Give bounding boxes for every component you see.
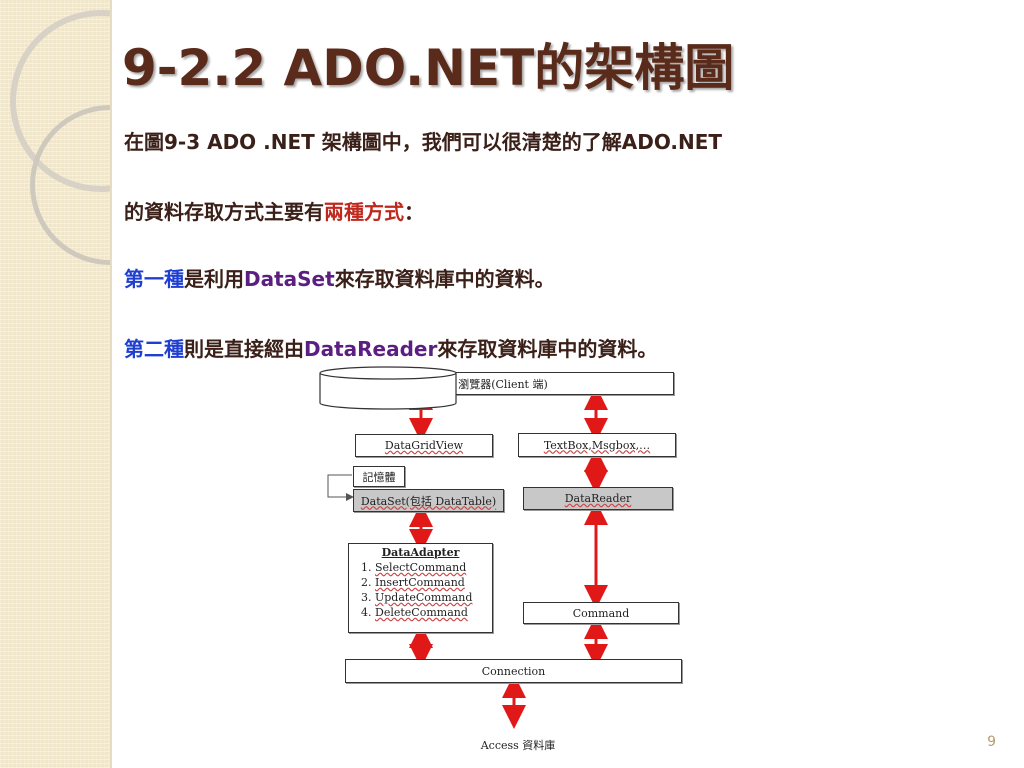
database-cylinder-icon xyxy=(319,366,457,410)
body-text: 則是直接經由 xyxy=(184,337,304,361)
highlight-text: 兩種方式 xyxy=(324,200,404,224)
dataadapter-command-list: SelectCommand InsertCommand UpdateComman… xyxy=(355,560,486,620)
body-text: ： xyxy=(404,200,424,224)
slide-title: 9-2.2 ADO.NET的架構圖 xyxy=(122,39,735,97)
highlight-text: 第二種 xyxy=(124,337,184,361)
textbox-box: TextBox,Msgbox,… xyxy=(518,433,676,457)
body-text: 是利用 xyxy=(184,267,244,291)
database-label: Access 資料庫 xyxy=(480,739,556,752)
connection-box: Connection xyxy=(345,659,682,683)
datagridview-box: DataGridView xyxy=(355,434,493,457)
list-item-label: SelectCommand xyxy=(375,561,467,574)
list-item: DeleteCommand xyxy=(375,605,486,620)
body-line-2: 的資料存取方式主要有兩種方式： xyxy=(124,196,424,225)
highlight-text: 第一種 xyxy=(124,267,184,291)
arrow-memory-loop xyxy=(327,474,354,501)
sidebar-edge xyxy=(110,0,112,768)
datagridview-label: DataGridView xyxy=(384,439,464,452)
highlight-text: DataSet xyxy=(244,267,335,291)
highlight-text: DataReader xyxy=(304,337,438,361)
list-item-label: InsertCommand xyxy=(375,576,465,589)
body-text: 來存取資料庫中的資料。 xyxy=(334,267,555,291)
body-line-1: 在圖9-3 ADO .NET 架構圖中，我們可以很清楚的了解ADO.NET xyxy=(124,126,722,155)
list-item-label: DeleteCommand xyxy=(375,606,468,619)
ado-architecture-diagram: 瀏覽器(Client 端) DataGridView TextBox,Msgbo… xyxy=(318,365,690,768)
list-item: InsertCommand xyxy=(375,575,486,590)
decorative-sidebar xyxy=(0,0,112,768)
textbox-label: TextBox,Msgbox,… xyxy=(543,438,651,452)
body-text: 的資料存取方式主要有 xyxy=(124,200,324,224)
body-line-3: 第一種是利用DataSet來存取資料庫中的資料。 xyxy=(124,263,555,292)
dataadapter-box: DataAdapter SelectCommand InsertCommand … xyxy=(348,543,493,633)
body-text: 在圖9-3 ADO .NET 架構圖中，我們可以很清楚的了解ADO.NET xyxy=(124,130,723,154)
body-text: 來存取資料庫中的資料。 xyxy=(437,337,658,361)
command-box: Command xyxy=(523,602,679,624)
memory-box: 記憶體 xyxy=(353,466,405,487)
dataset-label: DataSet(包括 DataTable) xyxy=(360,494,497,508)
page-number: 9 xyxy=(987,734,996,750)
dataset-box: DataSet(包括 DataTable) xyxy=(353,489,504,512)
list-item: SelectCommand xyxy=(375,560,486,575)
datareader-box: DataReader xyxy=(523,487,673,510)
body-line-4: 第二種則是直接經由DataReader來存取資料庫中的資料。 xyxy=(124,333,657,362)
list-item-label: UpdateCommand xyxy=(375,591,473,604)
list-item: UpdateCommand xyxy=(375,590,486,605)
datareader-label: DataReader xyxy=(564,492,632,505)
dataadapter-title: DataAdapter xyxy=(381,546,460,559)
